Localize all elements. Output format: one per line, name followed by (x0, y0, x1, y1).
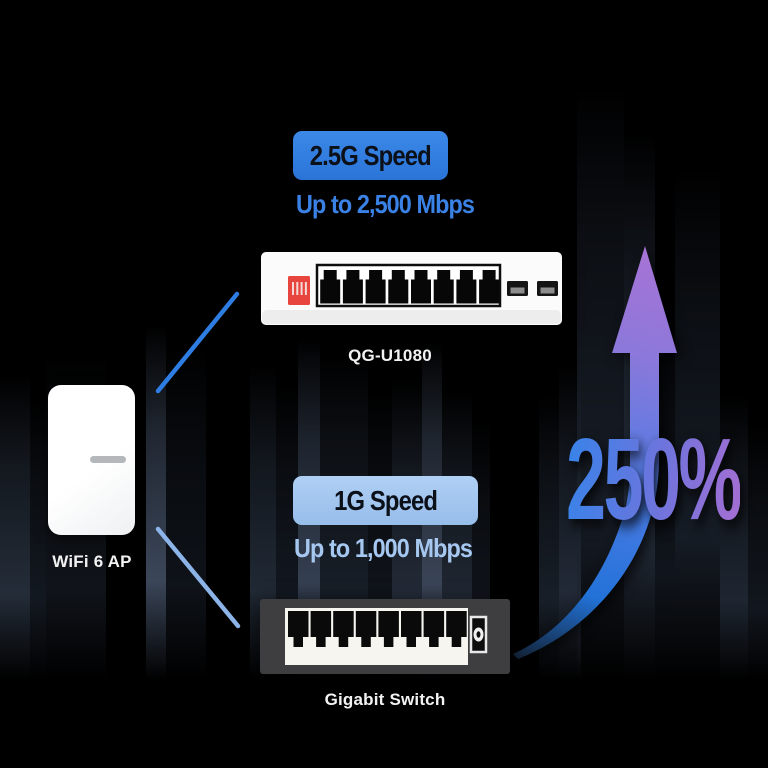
speed-subtitle-1g: Up to 1,000 Mbps (293, 533, 473, 563)
uplink-line-2-5g (155, 291, 240, 394)
background-bar (146, 325, 166, 680)
ap-label: WiFi 6 AP (52, 552, 132, 571)
background-bar (720, 395, 748, 680)
speed-subtitle-2-5g: Up to 2,500 Mbps (295, 189, 475, 219)
background-bar (30, 395, 46, 680)
sfp-port-icon (507, 281, 528, 296)
uplink-line-1g (155, 526, 241, 629)
background-bar (0, 375, 30, 680)
gigabit-switch-label: Gigabit Switch (324, 690, 446, 709)
growth-arrow-icon (513, 246, 677, 659)
speed-badge-2-5g: 2.5G Speed (293, 131, 448, 180)
background-bar (559, 365, 581, 680)
background-bar (675, 168, 720, 680)
led-module-icon (288, 276, 310, 305)
speed-badge-2-5g-label: 2.5G Speed (309, 139, 432, 171)
switch-qg-u1080-label: QG-U1080 (348, 346, 432, 365)
speed-badge-1g-label: 1G Speed (333, 484, 438, 516)
speed-badge-1g: 1G Speed (293, 476, 478, 525)
background-bar (655, 300, 675, 680)
sfp-port-icon (537, 281, 558, 296)
percent-gain-text: 250% (566, 414, 743, 544)
wifi6-ap-device (48, 385, 135, 535)
power-jack-icon (469, 615, 488, 654)
background-bar (166, 345, 206, 680)
background-bar (539, 395, 559, 680)
switch-qg-u1080-image (261, 252, 562, 325)
ap-led-slot (90, 456, 126, 463)
gigabit-switch-image (260, 599, 510, 674)
background-bar (748, 425, 768, 680)
